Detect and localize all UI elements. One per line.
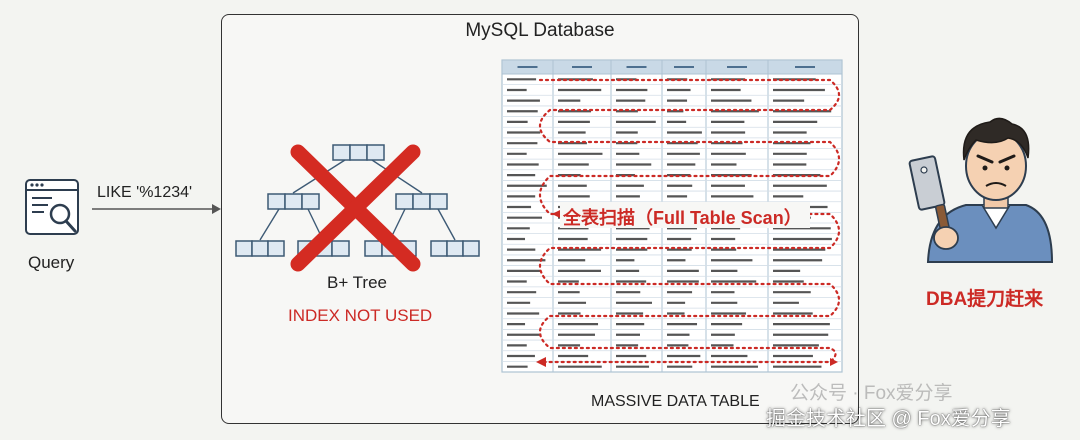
dba-hair (962, 117, 1030, 161)
scan-label-bg (560, 202, 810, 228)
like-query-label: LIKE '%1234' (97, 184, 193, 201)
query-label: Query (28, 253, 75, 272)
query-window-icon (25, 179, 79, 235)
cleaver-icon (908, 155, 950, 232)
footer-watermark: 掘金技术社区 @ Fox爱分享 (766, 408, 1011, 430)
full-table-scan-label: 全表扫描（Full Table Scan） (563, 208, 802, 228)
wechat-watermark: 公众号 · Fox爱分享 (790, 383, 953, 404)
index-not-used-label: INDEX NOT USED (288, 306, 433, 325)
database-title: MySQL Database (465, 20, 615, 41)
massive-table-label: MASSIVE DATA TABLE (591, 393, 760, 410)
query-node (18, 176, 90, 256)
dba-shirt (926, 204, 1054, 263)
btree-label: B+ Tree (327, 273, 388, 292)
dba-label: DBA提刀赶来 (926, 289, 1044, 310)
dba-face (965, 131, 1027, 201)
